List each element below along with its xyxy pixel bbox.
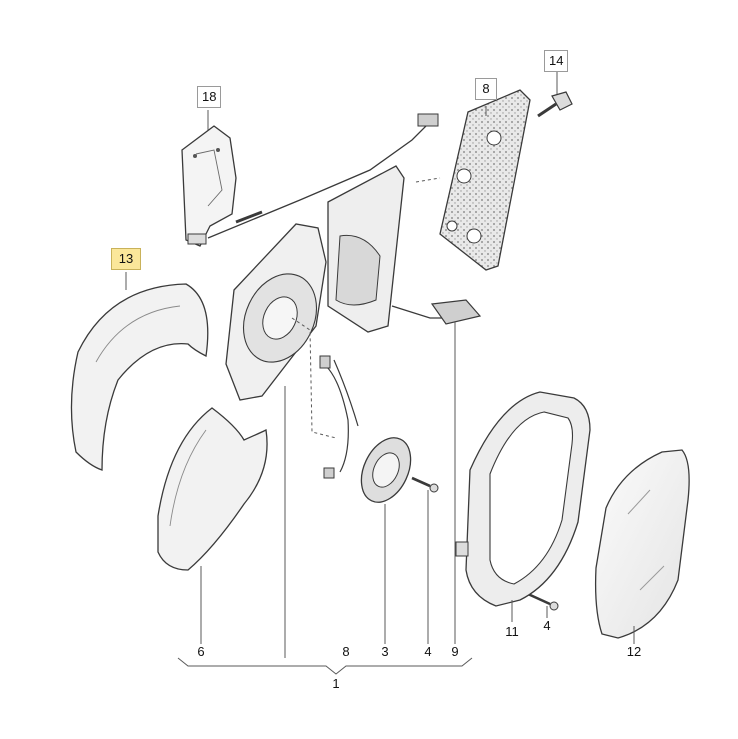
label-11: 11 xyxy=(505,624,519,639)
mirror-frame xyxy=(225,223,327,401)
label-1: 1 xyxy=(332,676,340,691)
part-12-mirror-glass xyxy=(594,449,690,639)
part-14-bolt xyxy=(537,91,573,118)
part-8-adhesive-pad xyxy=(439,89,531,271)
part-13-cover-cap xyxy=(70,283,209,471)
callout-8-top: 8 xyxy=(475,78,497,100)
label-4-right: 4 xyxy=(543,618,551,633)
label-9: 9 xyxy=(451,644,459,659)
wire-harness xyxy=(207,113,439,239)
part-6-lower-housing xyxy=(157,407,268,571)
callout-14: 14 xyxy=(544,50,569,72)
label-12: 12 xyxy=(626,644,642,659)
callout-13-highlighted: 13 xyxy=(111,248,141,270)
label-8-bottom: 8 xyxy=(342,644,350,659)
part-4-screws xyxy=(411,476,559,611)
part-18-heater-element xyxy=(181,125,237,247)
label-4-bottom: 4 xyxy=(424,644,432,659)
mirror-base-assembly xyxy=(327,165,482,333)
label-3: 3 xyxy=(381,644,389,659)
part-11-glass-frame xyxy=(455,391,591,607)
callout-18: 18 xyxy=(197,86,222,108)
part-3-adjuster-motor xyxy=(319,355,412,503)
label-6: 6 xyxy=(197,644,205,659)
leader-lines xyxy=(125,72,635,675)
